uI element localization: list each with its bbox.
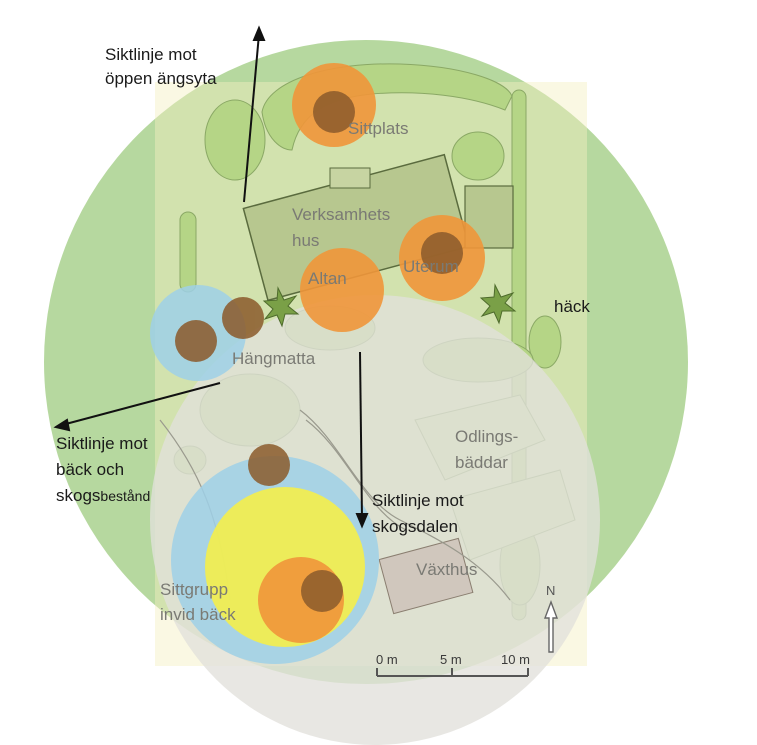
altan-zone-orange [300, 248, 384, 332]
scale-label-0: 0 m [376, 652, 398, 667]
altan-label: Altan [308, 269, 347, 288]
sightline-north-line2: öppen ängsyta [105, 69, 217, 88]
point-uterum [421, 232, 463, 274]
sightline-arrows [53, 25, 369, 529]
sightline-west-line1: Siktlinje mot [56, 434, 148, 453]
sightline-west-line3: skogsbestånd [56, 486, 150, 505]
uterum-label: Uterum [403, 257, 459, 276]
arrow-west-head [53, 418, 71, 432]
vaxthus-label: Växthus [416, 560, 477, 579]
point-sittplats [313, 91, 355, 133]
verksamhetshus-label-2: hus [292, 231, 319, 250]
point-brook [248, 444, 290, 486]
hack-label: häck [554, 297, 590, 316]
arrow-west [61, 382, 221, 426]
sightline-south-line1: Siktlinje mot [372, 491, 464, 510]
arrow-south-head [355, 513, 369, 529]
odlingsbaddar-label-1: Odlings- [455, 427, 518, 446]
north-arrow-icon [543, 600, 559, 653]
scale-bar [376, 668, 529, 677]
sightline-west-line2: bäck och [56, 460, 124, 479]
odlingsbaddar-label-2: bäddar [455, 453, 508, 472]
arrow-south [359, 351, 363, 521]
arrow-north-head [252, 25, 266, 41]
point-hammock-2 [175, 320, 217, 362]
shrub-icons [262, 283, 517, 328]
sittgrupp-label-1: Sittgrupp [160, 580, 228, 599]
point-sittgrupp [301, 570, 343, 612]
arrow-north [243, 33, 260, 203]
hangmatta-label: Hängmatta [232, 349, 316, 368]
scale-label-10: 10 m [501, 652, 530, 667]
greenhouse [378, 537, 474, 615]
sightline-west-line3-small: bestånd [100, 488, 150, 504]
sightline-west-line3-main: skogs [56, 486, 100, 505]
sittplats-label: Sittplats [348, 119, 408, 138]
stay-points [175, 91, 463, 612]
scale-label-5: 5 m [440, 652, 462, 667]
point-hammock-1 [222, 297, 264, 339]
sightline-north-line1: Siktlinje mot [105, 45, 197, 64]
verksamhetshus-label-1: Verksamhets [292, 205, 390, 224]
sittgrupp-label-2: invid bäck [160, 605, 236, 624]
north-label: N [546, 583, 555, 598]
sightline-south-line2: skogsdalen [372, 517, 458, 536]
